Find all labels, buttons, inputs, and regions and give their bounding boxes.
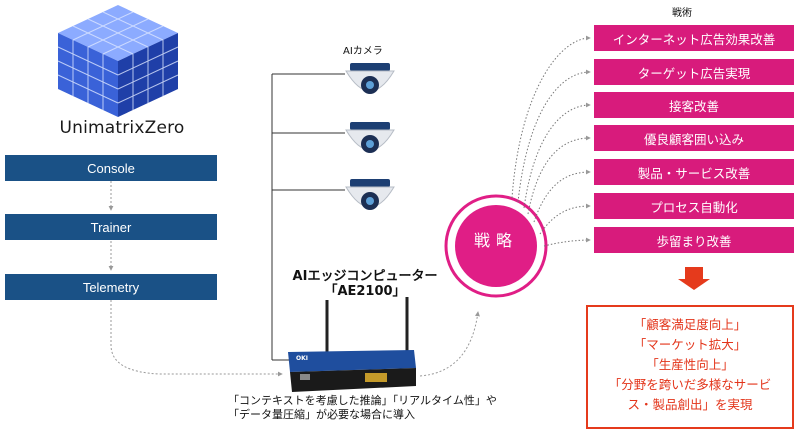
tactic-item: 接客改善	[594, 92, 794, 118]
outcome-line: ス・製品創出」を実現	[627, 397, 753, 412]
outcomes-box: 「顧客満足度向上」 「マーケット拡大」 「生産性向上」 「分野を跨いだ多様なサー…	[586, 305, 794, 429]
outcome-line: 「生産性向上」	[646, 357, 734, 372]
outcome-line: 「顧客満足度向上」	[633, 317, 747, 332]
deployment-note: 「コンテキストを考慮した推論」「リアルタイム性」や 「データ量圧縮」が必要な場合…	[228, 394, 528, 422]
tactics-title: 戦術	[672, 8, 692, 19]
device-title-line1: AIエッジコンピューター	[292, 269, 438, 284]
note-line1: 「コンテキストを考慮した推論」「リアルタイム性」や	[228, 394, 497, 407]
tactic-item: 製品・サービス改善	[594, 159, 794, 185]
tactic-item: 歩留まり改善	[594, 227, 794, 253]
down-arrow-icon	[678, 267, 710, 290]
camera-icon	[345, 63, 395, 94]
device-title-line2: 「AE2100」	[324, 284, 406, 299]
tactic-item: ターゲット広告実現	[594, 59, 794, 85]
outcome-line: 「マーケット拡大」	[633, 337, 747, 352]
tactic-item: 優良顧客囲い込み	[594, 125, 794, 151]
logo-cube-icon	[57, 5, 179, 117]
strategy-label: 戦略	[473, 231, 518, 250]
trainer-box: Trainer	[5, 214, 217, 240]
note-line2: 「データ量圧縮」が必要な場合に導入	[228, 408, 415, 421]
edge-computer-icon	[288, 297, 416, 392]
logo-name: UnimatrixZero	[59, 118, 185, 138]
tactic-item: プロセス自動化	[594, 193, 794, 219]
camera-label: AIカメラ	[343, 46, 383, 57]
device-badge: OKI	[296, 355, 308, 362]
outcome-line: 「分野を跨いだ多様なサービ	[608, 377, 772, 392]
tactic-item: インターネット広告効果改善	[594, 25, 794, 51]
camera-icon	[345, 122, 395, 153]
console-box: Console	[5, 155, 217, 181]
device-title: AIエッジコンピューター 「AE2100」	[270, 269, 460, 299]
camera-icon	[345, 179, 395, 210]
telemetry-box: Telemetry	[5, 274, 217, 300]
